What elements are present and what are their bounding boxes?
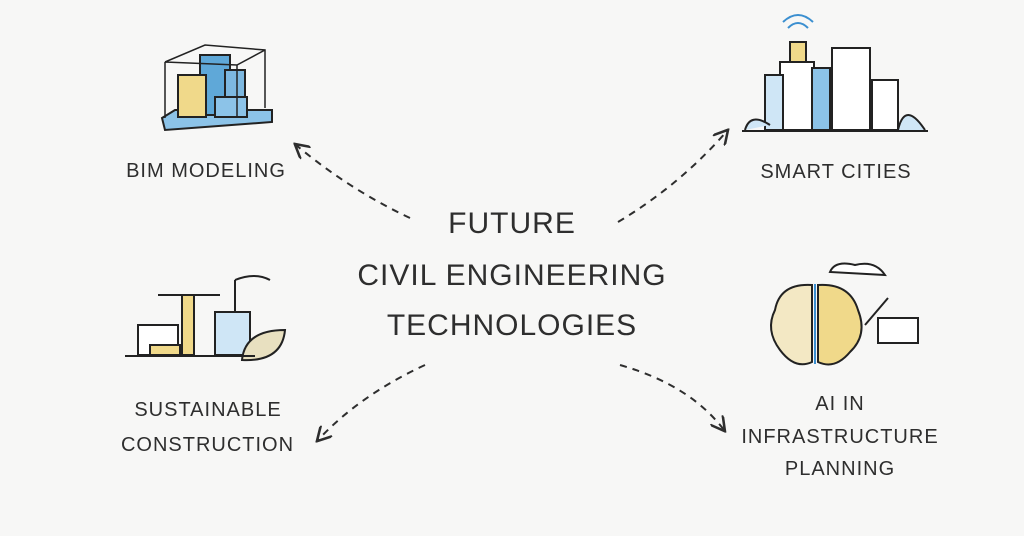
title-line-1: FUTURE [448, 207, 576, 240]
sustainable-label-2: CONSTRUCTION [120, 434, 295, 456]
arrow-to-ai [619, 364, 724, 430]
title-line-3: TECHNOLOGIES [386, 309, 638, 342]
smart-city-icon [742, 14, 928, 132]
brain-circuit-icon [770, 262, 919, 366]
smart-cities-label: SMART CITIES [760, 161, 912, 183]
arrow-to-bim [296, 145, 411, 219]
eco-construction-icon [125, 275, 287, 362]
ai-label-1: AI IN [815, 393, 865, 415]
arrow-to-smart-cities [617, 131, 727, 223]
bim-modeling-label: BIM MODELING [126, 160, 286, 182]
building-model-icon [160, 44, 273, 132]
ai-label-3: PLANNING [784, 458, 896, 480]
arrow-to-sustainable [318, 364, 426, 440]
ai-label-2: INFRASTRUCTURE [741, 426, 939, 448]
title-line-2: CIVIL ENGINEERING [357, 259, 667, 292]
sustainable-label-1: SUSTAINABLE [134, 399, 282, 421]
